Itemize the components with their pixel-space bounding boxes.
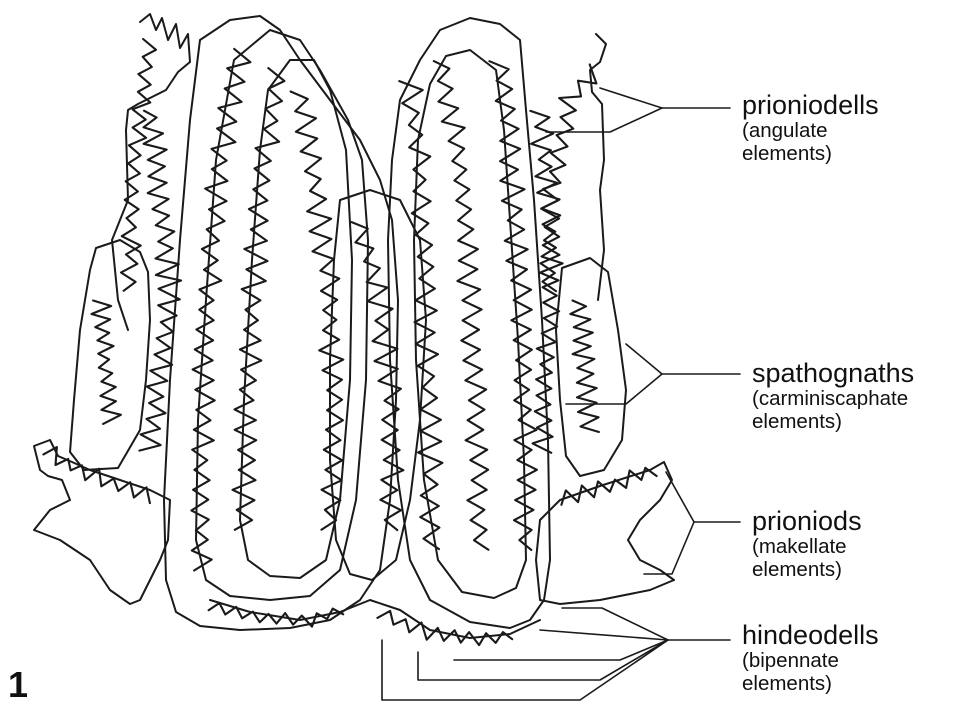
- leader-line-11: [454, 640, 668, 660]
- leader-line-5: [666, 472, 740, 522]
- left-prioniod-denticles: [43, 447, 149, 503]
- left-outer-comb: [139, 111, 181, 451]
- leader-line-4: [566, 374, 662, 404]
- label-prioniodells-detail-2: elements): [742, 143, 879, 166]
- hindeodell-central: [330, 190, 426, 580]
- hindeodell-lower-rim: [210, 600, 540, 638]
- leader-lines: [382, 88, 740, 700]
- left-spathognath-outline: [70, 240, 150, 470]
- label-prioniods-name: prioniods: [752, 506, 862, 536]
- right-prioniod-outline: [536, 462, 674, 604]
- left-spathognath-denticles: [92, 301, 121, 424]
- label-prioniods-detail-2: elements): [752, 559, 862, 582]
- hindeodell-right-inner-denticles: [434, 61, 489, 550]
- hindeodell-right-mid-denticles: [399, 81, 442, 549]
- right-spathognath-denticles: [570, 301, 599, 433]
- hindeodell-left-core-denticles: [291, 92, 344, 530]
- label-hindeodells-detail-1: (bipennate: [742, 650, 879, 673]
- figure-number: 1: [8, 664, 28, 706]
- leader-line-1: [600, 88, 730, 108]
- label-hindeodells-name: hindeodells: [742, 620, 879, 650]
- label-hindeodells: hindeodells (bipennate elements): [742, 620, 879, 696]
- hindeodell-left-outer: [164, 16, 398, 630]
- leader-line-7: [562, 608, 730, 640]
- leader-line-9: [382, 640, 668, 700]
- label-prioniods-detail-1: (makellate: [752, 536, 862, 559]
- label-spathognaths-detail-2: elements): [752, 411, 914, 434]
- leader-line-3: [626, 344, 740, 374]
- label-hindeodells-detail-2: elements): [742, 673, 879, 696]
- hindeodell-left-inner-denticles: [233, 68, 285, 530]
- label-prioniodells-name: prioniodells: [742, 90, 879, 120]
- label-spathognaths-detail-1: (carminiscaphate: [752, 388, 914, 411]
- right-prioniodell-denticles: [541, 65, 597, 292]
- hindeodell-lower-right-denticles: [377, 611, 512, 645]
- left-prioniod-outline: [34, 440, 170, 604]
- label-prioniodells: prioniodells (angulate elements): [742, 90, 879, 166]
- label-prioniods: prioniods (makellate elements): [752, 506, 862, 582]
- right-spathognath-outline: [556, 258, 626, 476]
- label-prioniodells-detail-1: (angulate: [742, 120, 879, 143]
- label-spathognaths-name: spathognaths: [752, 358, 914, 388]
- label-spathognaths: spathognaths (carminiscaphate elements): [752, 358, 914, 434]
- hindeodell-right-outer-denticles: [489, 61, 537, 550]
- right-outer-comb: [530, 111, 562, 453]
